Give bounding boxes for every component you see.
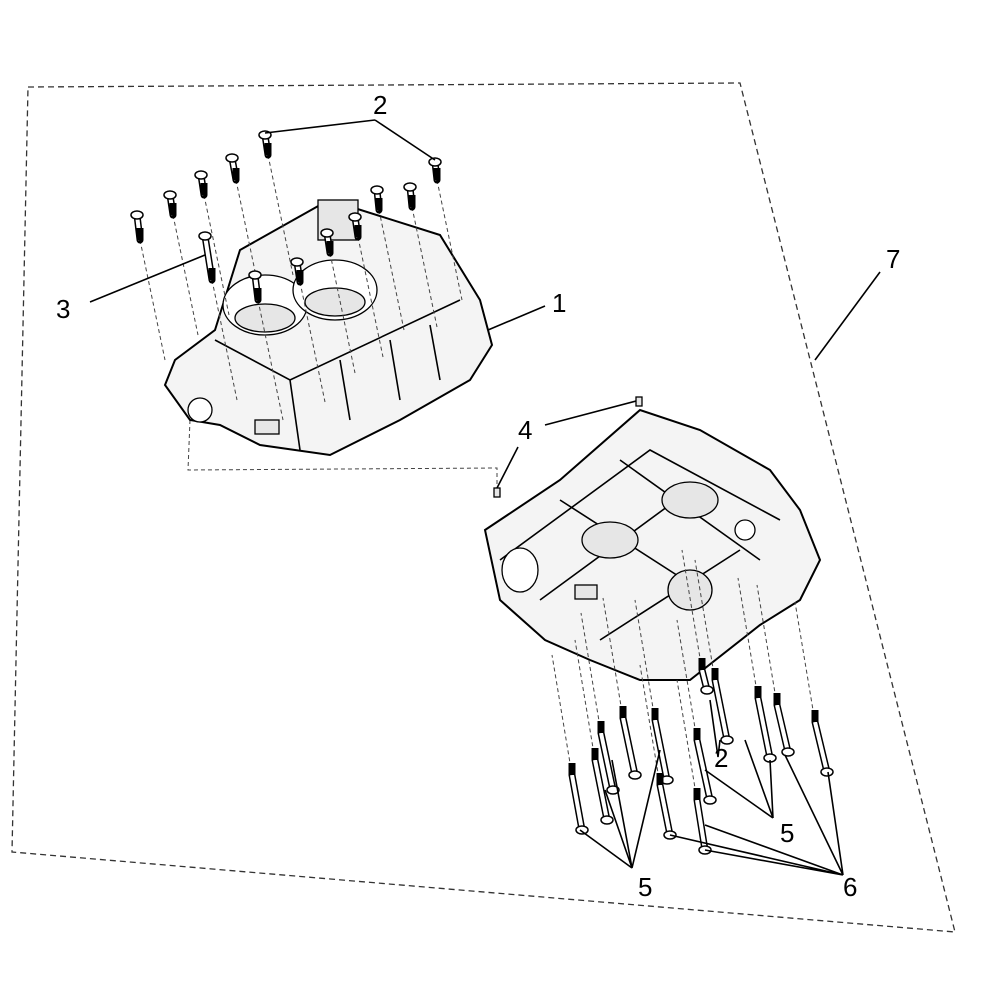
bolt (370, 185, 405, 331)
callout-2-upper-bolts: 2 (373, 90, 387, 120)
bolt (428, 157, 463, 301)
callout-5-right: 5 (780, 818, 794, 848)
callout-5-left: 5 (638, 872, 652, 902)
bolt (194, 170, 230, 316)
bolt (602, 597, 642, 780)
bolt (551, 654, 589, 835)
callout-6: 6 (843, 872, 857, 902)
alignment-line (187, 419, 498, 490)
callout-1-upper-crankcase: 1 (552, 288, 566, 318)
bolt (737, 577, 777, 763)
bolt (198, 231, 238, 401)
upper-bolts (130, 130, 463, 421)
bolt (320, 228, 356, 374)
bolt (163, 190, 199, 336)
bolt (676, 619, 717, 805)
bolt (756, 584, 795, 757)
lower-crankcase (483, 408, 822, 681)
bolt (580, 612, 620, 795)
upper-crankcase (163, 199, 494, 457)
bolt (403, 182, 438, 328)
leader-lines (89, 119, 881, 876)
bolt (130, 210, 166, 361)
assembly-boundary (11, 82, 956, 933)
callout-7-assembly: 7 (886, 244, 900, 274)
bolt (794, 601, 834, 777)
callout-3-long-bolt: 3 (56, 294, 70, 324)
bolt (574, 639, 614, 825)
callout-2-lower-bolts: 2 (714, 743, 728, 773)
bolt (225, 153, 262, 301)
dowel-pin (493, 487, 501, 498)
bolt (248, 270, 284, 421)
lower-bolts (551, 549, 834, 855)
bolt (290, 257, 326, 403)
bolt (634, 599, 674, 785)
bolt (694, 559, 734, 745)
bolt (348, 212, 384, 358)
dowel-pin (635, 396, 643, 407)
callout-4-dowels: 4 (518, 415, 532, 445)
bolt (681, 549, 714, 695)
